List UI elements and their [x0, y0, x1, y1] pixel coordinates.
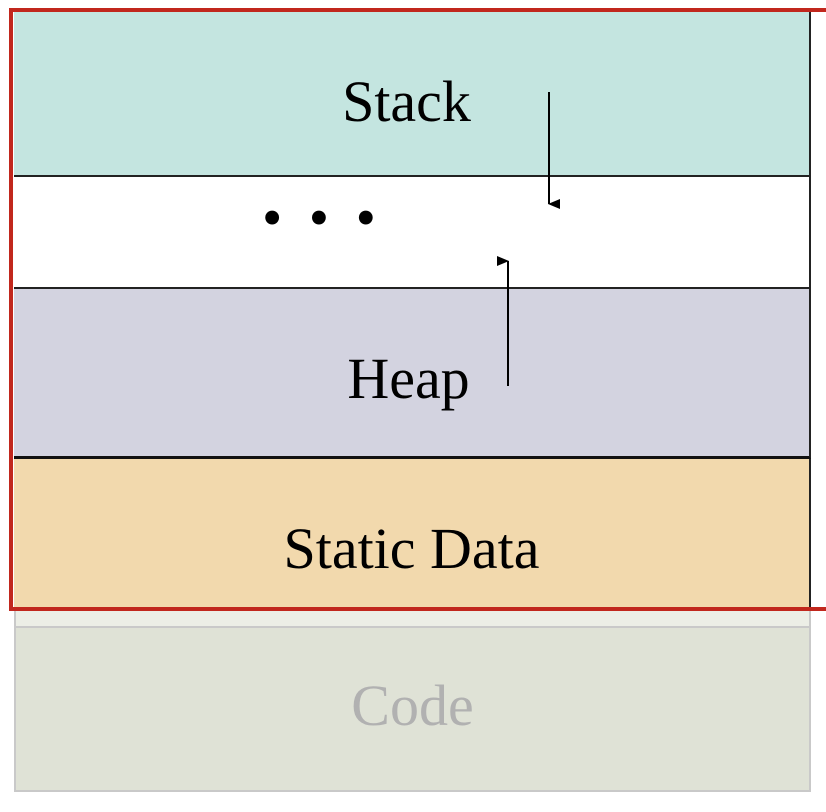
code-segment-top-strip [14, 609, 811, 626]
static-data-label: Static Data [283, 516, 540, 581]
heap-segment: Heap [14, 289, 811, 459]
stack-label: Stack [342, 69, 471, 134]
stack-segment: Stack [14, 10, 811, 177]
code-label: Code [351, 672, 474, 738]
ellipsis-label: • • • [262, 185, 382, 250]
code-segment: Code [14, 626, 811, 792]
free-space-segment: • • • [14, 177, 811, 289]
heap-label: Heap [347, 346, 470, 411]
static-data-segment: Static Data [14, 459, 811, 609]
